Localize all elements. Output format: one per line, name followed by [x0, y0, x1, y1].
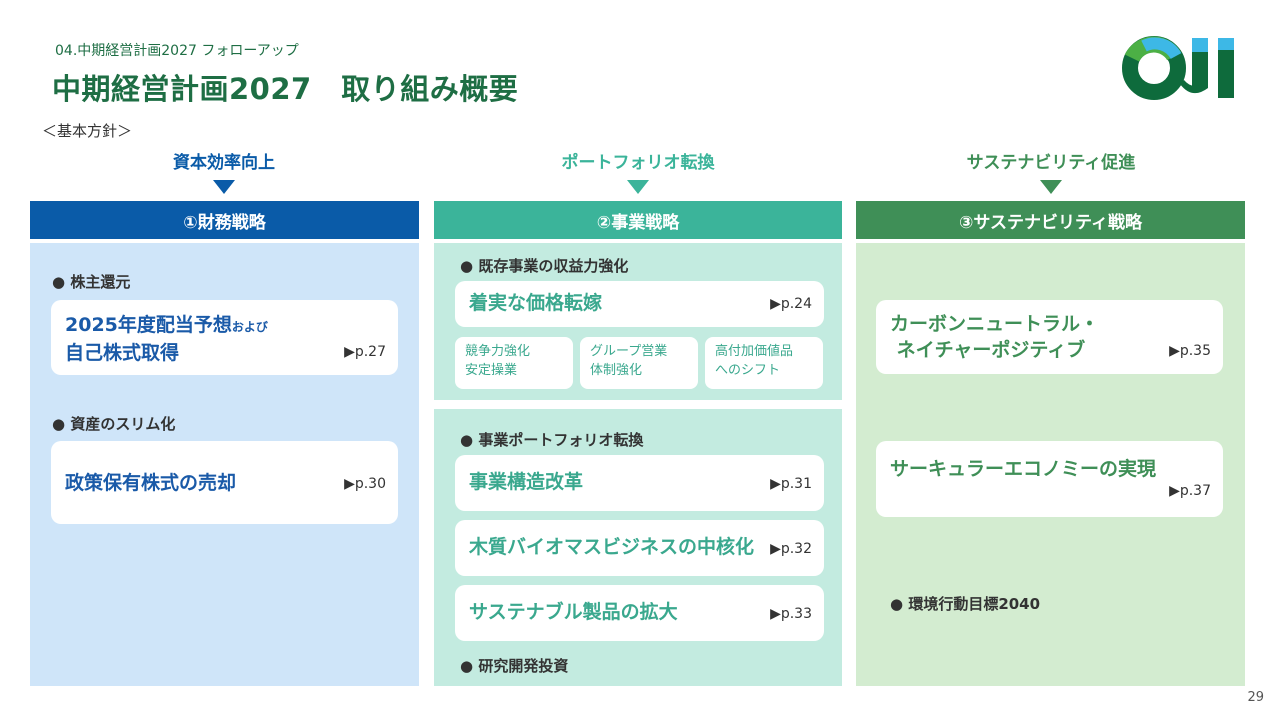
business-strategy-header: ②事業戦略 [434, 201, 842, 239]
card-text: 事業構造改革 [469, 471, 584, 493]
mini-text: 体制強化 [590, 363, 643, 378]
mini-text: グループ営業 [590, 344, 668, 359]
card-sustainable-products[interactable]: サステナブル製品の拡大 ▶p.33 [455, 585, 824, 641]
page-link[interactable]: ▶p.30 [344, 476, 386, 492]
mini-card: 競争力強化安定操業 [455, 337, 573, 389]
bullet-label: 研究開発投資 [478, 657, 569, 675]
card-text: 木質バイオマスビジネスの中核化 [469, 536, 755, 558]
bullet-shareholder-returns: ● 株主還元 [52, 273, 131, 291]
financial-strategy-header: ①財務戦略 [30, 201, 419, 239]
page-link[interactable]: ▶p.27 [344, 344, 386, 360]
mini-text: へのシフト [715, 363, 781, 378]
card-price-pass-through[interactable]: 着実な価格転嫁 ▶p.24 [455, 281, 824, 327]
card-biomass[interactable]: 木質バイオマスビジネスの中核化 ▶p.32 [455, 520, 824, 576]
mini-text: 高付加価値品 [715, 344, 794, 359]
section-subtitle: 04.中期経営計画2027 フォローアップ [55, 43, 299, 59]
card-text: 2025年度配当予想 [65, 314, 232, 336]
card-circular-economy[interactable]: サーキュラーエコノミーの実現 ▶p.37 [876, 441, 1223, 517]
bullet-asset-slimming: ● 資産のスリム化 [52, 415, 176, 433]
bullet-existing-business: ● 既存事業の収益力強化 [460, 257, 629, 275]
page-link[interactable]: ▶p.37 [1169, 483, 1211, 499]
business-portfolio-panel: ● 事業ポートフォリオ転換 事業構造改革 ▶p.31 木質バイオマスビジネスの中… [434, 409, 842, 686]
page-link[interactable]: ▶p.31 [770, 476, 812, 492]
bullet-label: 既存事業の収益力強化 [478, 257, 629, 275]
page-number: 29 [1247, 690, 1264, 705]
basic-policy-label: ＜基本方針＞ [42, 122, 133, 140]
card-text: ネイチャーポジティブ [896, 339, 1086, 361]
card-text: サステナブル製品の拡大 [469, 601, 678, 623]
page-title: 中期経営計画2027 取り組み概要 [52, 72, 519, 106]
card-text-small: および [231, 320, 268, 334]
oji-logo [1122, 36, 1247, 100]
card-text: サーキュラーエコノミーの実現 [890, 458, 1157, 480]
card-policy-shares[interactable]: 政策保有株式の売却 ▶p.30 [51, 441, 398, 524]
card-text: 自己株式取得 [65, 342, 180, 364]
policy-capital-efficiency: 資本効率向上 [173, 153, 275, 173]
page-link[interactable]: ▶p.24 [770, 296, 812, 312]
mini-card: 高付加価値品へのシフト [705, 337, 823, 389]
sustainability-column: カーボンニュートラル・ ネイチャーポジティブ ▶p.35 サーキュラーエコノミー… [856, 243, 1245, 686]
card-text: カーボンニュートラル・ [890, 313, 1100, 335]
bullet-portfolio: ● 事業ポートフォリオ転換 [460, 431, 644, 449]
card-text: 政策保有株式の売却 [65, 472, 237, 494]
card-dividend-buyback[interactable]: 2025年度配当予想および自己株式取得 ▶p.27 [51, 300, 398, 375]
page-link[interactable]: ▶p.32 [770, 541, 812, 557]
card-carbon-neutral[interactable]: カーボンニュートラル・ ネイチャーポジティブ ▶p.35 [876, 300, 1223, 374]
sustainability-strategy-header: ③サステナビリティ戦略 [856, 201, 1245, 239]
bullet-label: 株主還元 [70, 273, 131, 291]
financial-column: ● 株主還元 2025年度配当予想および自己株式取得 ▶p.27 ● 資産のスリ… [30, 243, 419, 686]
page-link[interactable]: ▶p.33 [770, 606, 812, 622]
bullet-environmental-goals: ● 環境行動目標2040 [890, 595, 1041, 613]
card-structural-reform[interactable]: 事業構造改革 ▶p.31 [455, 455, 824, 511]
bullet-label: 資産のスリム化 [70, 415, 176, 433]
bullet-rnd: ● 研究開発投資 [460, 657, 569, 675]
arrow-down-icon [1040, 180, 1062, 194]
arrow-down-icon [213, 180, 235, 194]
card-text: 着実な価格転嫁 [469, 292, 603, 314]
mini-card: グループ営業体制強化 [580, 337, 698, 389]
policy-sustainability: サステナビリティ促進 [966, 153, 1136, 173]
policy-portfolio: ポートフォリオ転換 [561, 153, 715, 173]
arrow-down-icon [627, 180, 649, 194]
page-link[interactable]: ▶p.35 [1169, 343, 1211, 359]
bullet-label: 事業ポートフォリオ転換 [478, 431, 644, 449]
mini-text: 安定操業 [465, 363, 518, 378]
bullet-label: 環境行動目標2040 [908, 595, 1041, 613]
mini-text: 競争力強化 [465, 344, 531, 359]
